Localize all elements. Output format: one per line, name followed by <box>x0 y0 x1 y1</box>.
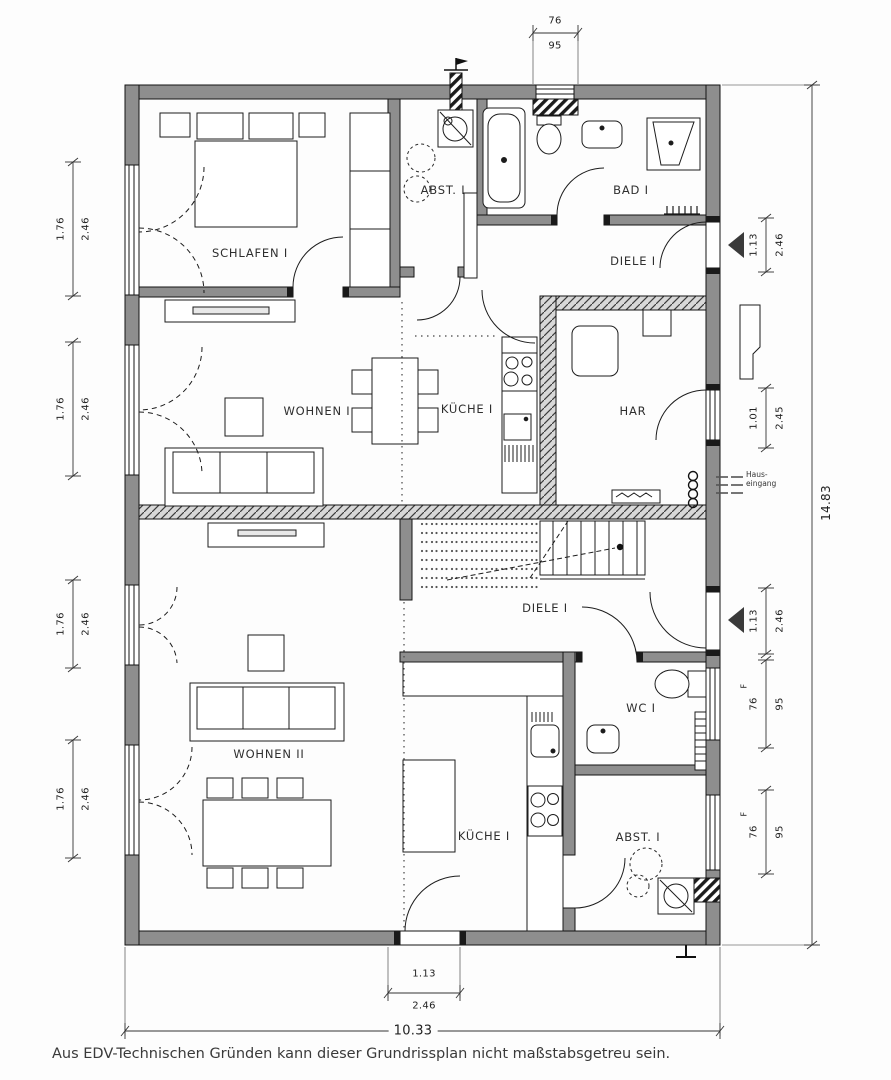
dim-right2-w: 1.01 <box>748 406 760 430</box>
room-label-wohnen1: WOHNEN I <box>283 404 351 418</box>
room-label-schlafen1: SCHLAFEN I <box>211 246 289 260</box>
dim-top-height: 95 <box>548 40 562 52</box>
dim-overall-width: 10.33 <box>388 1023 438 1039</box>
sink-1 <box>581 120 623 149</box>
dim-right1-w: 1.13 <box>748 233 760 257</box>
sideboard-2 <box>207 522 325 548</box>
dim-right1-h: 2.46 <box>774 233 786 257</box>
interior-walls <box>138 98 707 932</box>
dim-right3-w: 1.13 <box>748 609 760 633</box>
radiator-wc2 <box>694 711 707 771</box>
dim-right4-marker: F <box>739 683 749 689</box>
dim-left3-h: 2.46 <box>80 612 92 636</box>
dim-left2-h: 2.46 <box>80 397 92 421</box>
stair-direction-arrow <box>446 543 624 581</box>
dim-right4-w: 76 <box>748 697 760 711</box>
sofa-2 <box>189 682 345 742</box>
windows <box>124 84 721 946</box>
freezer <box>571 325 619 377</box>
har-walls <box>539 295 707 506</box>
hall-dotted-floor <box>420 521 538 589</box>
entrance-annotation-line2: eingang <box>746 479 777 488</box>
room-label-bad1: BAD I <box>613 183 649 197</box>
dim-left4-h: 2.46 <box>80 787 92 811</box>
dim-right5-h: 95 <box>774 825 786 839</box>
wardrobe <box>349 112 391 288</box>
dim-bottom-door-h: 2.46 <box>412 1000 436 1012</box>
shower <box>646 117 701 171</box>
dimension-lines <box>65 25 820 1039</box>
stairs <box>529 520 646 580</box>
door-leaf-detail <box>739 304 761 380</box>
room-label-wc2: WC I <box>626 701 656 715</box>
dim-left2-w: 1.76 <box>55 397 67 421</box>
chimney-top-icon <box>532 98 579 116</box>
zone-separators <box>401 302 498 928</box>
dim-right2-h: 2.45 <box>774 406 786 430</box>
sink-2 <box>586 724 620 754</box>
dim-bottom-door-w: 1.13 <box>412 968 436 980</box>
dim-right3-h: 2.46 <box>774 609 786 633</box>
dim-left3-w: 1.76 <box>55 612 67 636</box>
kitchen-counter-1 <box>501 336 538 494</box>
room-label-kueche1: KÜCHE I <box>440 402 494 416</box>
shelf-har <box>642 309 672 337</box>
room-label-diele2: DIELE I <box>522 601 568 615</box>
bathtub <box>482 107 526 209</box>
dim-top-width: 76 <box>548 15 562 27</box>
dining-table-2 <box>202 777 332 889</box>
doors <box>138 166 707 932</box>
vent-pipe-icon <box>444 58 468 114</box>
radiator-bad1 <box>664 206 700 215</box>
dim-right4-h: 95 <box>774 697 786 711</box>
room-label-abst1: ABST. I <box>420 183 466 197</box>
sideboard-1 <box>164 299 296 323</box>
washing-machine-1 <box>437 109 474 148</box>
dim-left1-w: 1.76 <box>55 217 67 241</box>
entrance-annotation: Haus- eingang <box>746 470 776 488</box>
room-label-diele1: DIELE I <box>610 254 656 268</box>
boiler-2 <box>626 847 663 898</box>
disclaimer-text: Aus EDV-Technischen Gründen kann dieser … <box>52 1046 671 1062</box>
dim-left4-w: 1.76 <box>55 787 67 811</box>
kitchen-island <box>402 759 456 853</box>
side-table-1 <box>224 397 264 437</box>
cabinet-abst1 <box>463 192 478 279</box>
room-label-kueche2: KÜCHE I <box>457 829 511 843</box>
boiler-1 <box>403 143 436 203</box>
heating-coil-icon <box>687 470 699 509</box>
toilet-1 <box>536 115 562 155</box>
hatched-middle-band <box>138 504 707 520</box>
bed <box>159 112 326 228</box>
dim-right5-w: 76 <box>748 825 760 839</box>
room-label-har: HAR <box>619 404 647 418</box>
toilet-2 <box>654 669 707 699</box>
entrance-steps <box>716 476 743 494</box>
dim-overall-height: 14.83 <box>819 480 833 526</box>
room-label-wohnen2: WOHNEN II <box>233 747 305 761</box>
entrance-annotation-line1: Haus- <box>746 470 768 479</box>
side-table-2 <box>247 634 285 672</box>
kitchen-counter-2 <box>402 661 564 932</box>
room-label-abst2: ABST. I <box>615 830 661 844</box>
dim-left1-h: 2.46 <box>80 217 92 241</box>
dining-table-1 <box>351 357 439 445</box>
chimney-bottom-icon <box>676 877 721 958</box>
washing-machine-2 <box>657 877 695 915</box>
dim-right5-marker: F <box>739 811 749 817</box>
sofa-1 <box>164 447 324 507</box>
radiator-har <box>611 489 661 504</box>
entrance-arrow-icon <box>728 232 744 633</box>
